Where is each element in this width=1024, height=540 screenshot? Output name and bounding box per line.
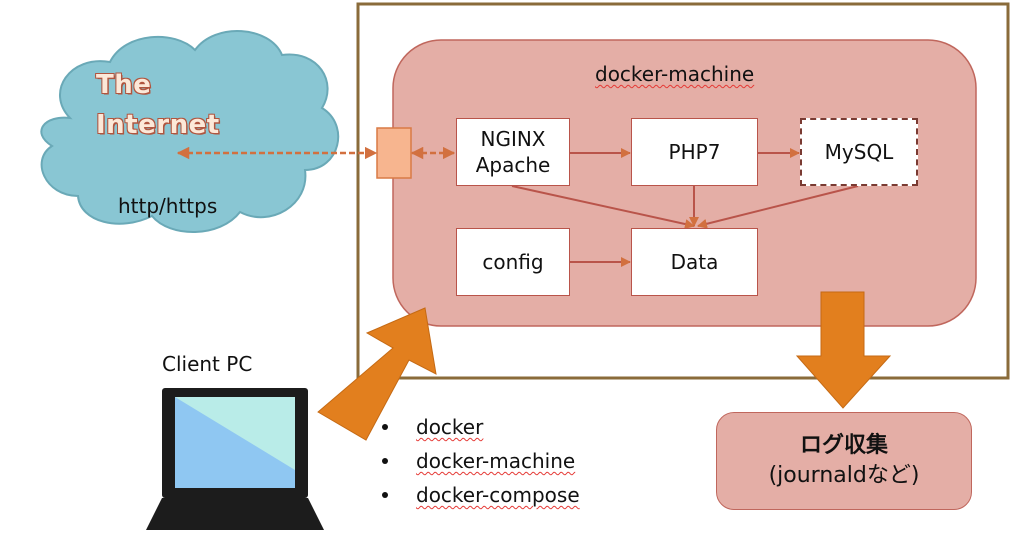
web-server-node: NGINX Apache [456, 118, 570, 186]
cloud-title-line1: The [96, 70, 152, 100]
client-tools-list: docker docker-machine docker-compose [378, 410, 580, 512]
mysql-node: MySQL [800, 118, 918, 186]
config-label: config [482, 250, 544, 274]
log-title: ログ収集 [799, 433, 888, 458]
client-pc-label: Client PC [162, 352, 253, 376]
bullet-icon [382, 458, 388, 464]
client-to-host-arrow [317, 307, 437, 441]
cloud-title-line2: Internet [96, 110, 220, 140]
docker-machine-label: docker-machine [595, 62, 755, 86]
php-node: PHP7 [631, 118, 758, 186]
web-server-line2: Apache [475, 153, 551, 177]
bullet-icon [382, 492, 388, 498]
log-subtitle: (journaldなど) [768, 463, 920, 488]
list-item: docker [378, 410, 580, 444]
list-item: docker-machine [378, 444, 580, 478]
protocol-label: http/https [118, 194, 218, 218]
bullet-icon [382, 424, 388, 430]
php-label: PHP7 [668, 140, 721, 164]
mysql-label: MySQL [824, 140, 894, 164]
list-item: docker-compose [378, 478, 580, 512]
log-collection-box: ログ収集 (journaldなど) [716, 412, 972, 510]
internet-cloud [40, 29, 340, 233]
port-connector [376, 127, 412, 179]
mysql-data-arrow [697, 185, 859, 229]
host-to-log-arrow [795, 291, 892, 409]
web-server-line1: NGINX [480, 127, 546, 151]
config-node: config [456, 228, 570, 296]
web-data-arrow [511, 185, 695, 229]
laptop-icon [146, 388, 324, 530]
host-frame [356, 2, 1010, 380]
data-node: Data [631, 228, 758, 296]
data-label: Data [670, 250, 719, 274]
